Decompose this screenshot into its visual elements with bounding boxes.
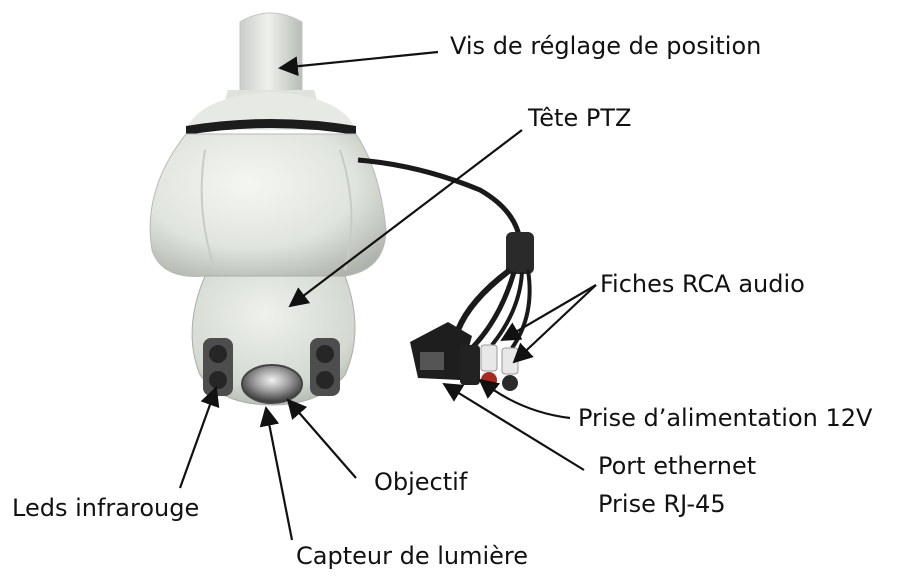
camera-body — [149, 12, 387, 406]
cable-splitter — [506, 232, 534, 274]
main-cable — [357, 157, 523, 241]
cable-assembly — [357, 157, 534, 391]
top-cap — [186, 92, 356, 130]
label-tete-ptz: Tête PTZ — [528, 104, 632, 132]
arrow-objectif — [286, 398, 357, 479]
power-cable — [468, 271, 517, 352]
label-leds-ir: Leds infrarouge — [12, 494, 200, 522]
rca-plug-2 — [501, 347, 519, 391]
label-objectif: Objectif — [374, 468, 468, 496]
arrow-vis-reglage — [278, 50, 439, 77]
label-fiches-rca: Fiches RCA audio — [600, 270, 805, 298]
arrow-port-ethernet — [442, 382, 585, 471]
audio-cable-1 — [490, 271, 524, 347]
arrow-fiches-rca-2 — [512, 284, 597, 364]
rj45-socket — [410, 322, 472, 380]
mount-tube — [239, 12, 303, 96]
dome-seam — [200, 149, 216, 271]
audio-cable-2 — [510, 269, 532, 350]
label-prise-rj45: Prise RJ-45 — [598, 490, 726, 518]
ir-leds-right — [310, 338, 340, 396]
dark-band — [186, 119, 356, 135]
arrow-capteur — [259, 406, 294, 541]
label-prise-alim: Prise d’alimentation 12V — [578, 404, 873, 432]
arrow-fiches-rca-1 — [500, 284, 597, 341]
lens — [241, 364, 303, 404]
ethernet-cable — [455, 267, 512, 332]
label-port-ethernet: Port ethernet — [598, 452, 757, 480]
ir-leds-left — [203, 338, 233, 396]
arrow-leds-ir — [178, 386, 220, 489]
dome-seam — [339, 149, 353, 271]
callout-arrows — [178, 50, 597, 541]
arrow-tete-ptz — [288, 129, 523, 308]
label-vis-reglage: Vis de réglage de position — [450, 32, 762, 60]
power-jack — [460, 345, 480, 385]
label-capteur-lumiere: Capteur de lumière — [296, 542, 529, 570]
arrow-prise-alim — [478, 378, 571, 420]
